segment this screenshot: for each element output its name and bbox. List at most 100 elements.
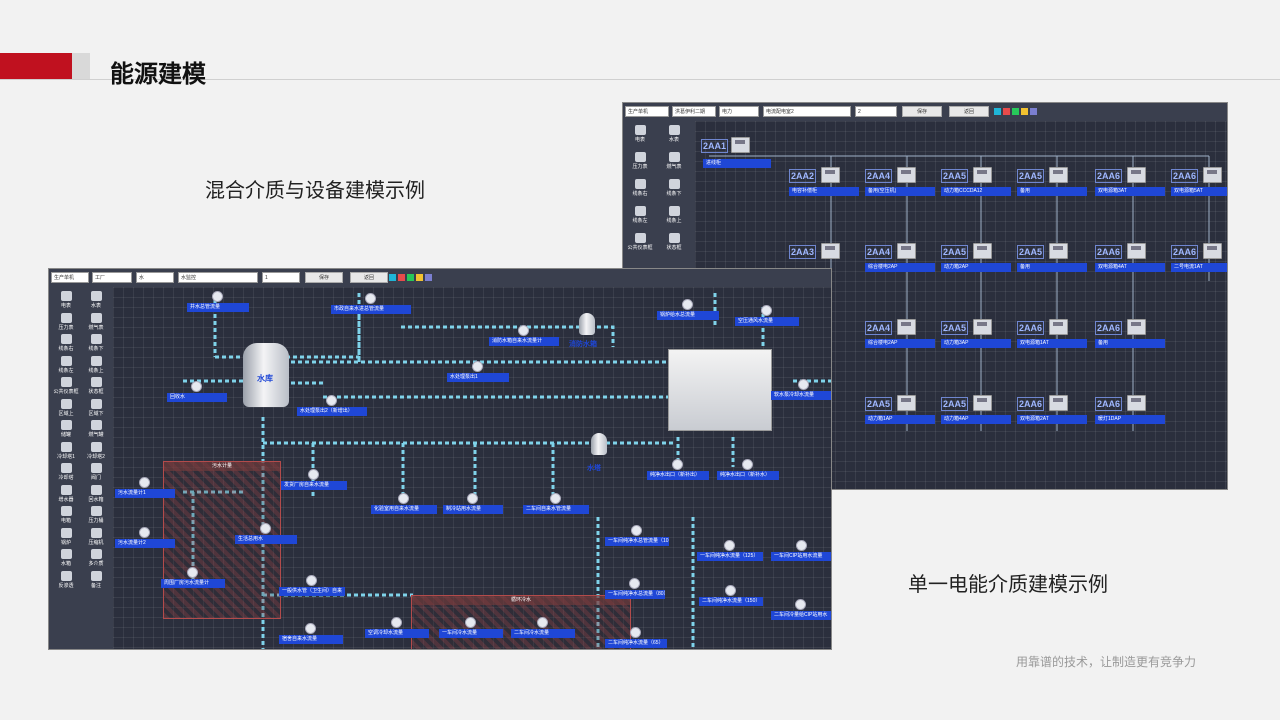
- meter-icon[interactable]: [897, 167, 916, 183]
- flow-meter-icon[interactable]: [308, 469, 319, 480]
- meter-icon[interactable]: [1049, 395, 1068, 411]
- palette-item[interactable]: 状态框: [659, 233, 689, 251]
- color-swatch[interactable]: [407, 274, 414, 281]
- palette-item[interactable]: 冷却塔1: [51, 441, 81, 460]
- palette-item[interactable]: 阀门: [81, 463, 111, 481]
- palette-item[interactable]: 线条左: [625, 206, 655, 224]
- meter-icon[interactable]: [821, 167, 840, 183]
- palette-item[interactable]: 线条下: [81, 334, 111, 352]
- palette-item[interactable]: 压力表: [51, 312, 81, 331]
- input-number[interactable]: 1: [262, 272, 300, 283]
- meter-icon[interactable]: [731, 137, 750, 153]
- meter-icon[interactable]: [1203, 243, 1222, 259]
- palette-item[interactable]: 线条右: [625, 179, 655, 197]
- palette-item[interactable]: 电表: [625, 125, 655, 143]
- flow-meter-icon[interactable]: [742, 459, 753, 470]
- select-production-unit[interactable]: 生产单机: [625, 106, 669, 117]
- select-production-unit[interactable]: 生产单机: [51, 272, 89, 283]
- flow-meter-icon[interactable]: [139, 477, 150, 488]
- meter-icon[interactable]: [1127, 395, 1146, 411]
- palette-item[interactable]: 储罐: [51, 420, 81, 438]
- back-button[interactable]: 返回: [350, 272, 388, 283]
- input-number[interactable]: 2: [855, 106, 897, 117]
- meter-icon[interactable]: [1203, 167, 1222, 183]
- back-button[interactable]: 返回: [949, 106, 989, 117]
- palette-item[interactable]: 公共仪表框: [625, 233, 655, 251]
- flow-meter-icon[interactable]: [139, 527, 150, 538]
- color-swatch[interactable]: [994, 108, 1001, 115]
- color-swatch[interactable]: [389, 274, 396, 281]
- palette-item[interactable]: 水箱: [51, 549, 81, 567]
- meter-icon[interactable]: [1049, 319, 1068, 335]
- meter-icon[interactable]: [1127, 243, 1146, 259]
- input-model-name[interactable]: 水监控: [178, 272, 258, 283]
- flow-meter-icon[interactable]: [465, 617, 476, 628]
- flow-meter-icon[interactable]: [796, 540, 807, 551]
- palette-item[interactable]: 电表: [51, 291, 81, 309]
- palette-item[interactable]: 线条右: [51, 334, 81, 352]
- meter-icon[interactable]: [897, 395, 916, 411]
- palette-item[interactable]: 燃气表: [659, 152, 689, 170]
- palette-item[interactable]: 线条下: [659, 179, 689, 197]
- color-swatch[interactable]: [416, 274, 423, 281]
- flow-meter-icon[interactable]: [630, 627, 641, 638]
- flow-meter-icon[interactable]: [761, 305, 772, 316]
- flow-meter-icon[interactable]: [467, 493, 478, 504]
- meter-icon[interactable]: [821, 243, 840, 259]
- palette-item[interactable]: 电箱: [51, 506, 81, 524]
- water-tower[interactable]: [591, 433, 607, 455]
- color-swatch[interactable]: [1021, 108, 1028, 115]
- flow-meter-icon[interactable]: [306, 575, 317, 586]
- flow-meter-icon[interactable]: [472, 361, 483, 372]
- palette-item[interactable]: 燃气表: [81, 312, 111, 331]
- meter-icon[interactable]: [973, 167, 992, 183]
- palette-item[interactable]: 线条左: [51, 355, 81, 374]
- meter-icon[interactable]: [1127, 319, 1146, 335]
- flow-meter-icon[interactable]: [398, 493, 409, 504]
- flow-meter-icon[interactable]: [795, 599, 806, 610]
- meter-icon[interactable]: [973, 243, 992, 259]
- save-button[interactable]: 保存: [902, 106, 942, 117]
- palette-item[interactable]: 锅炉: [51, 527, 81, 546]
- palette-item[interactable]: 水表: [659, 125, 689, 143]
- flow-meter-icon[interactable]: [724, 540, 735, 551]
- select-medium[interactable]: 电力: [719, 106, 759, 117]
- flow-meter-icon[interactable]: [305, 623, 316, 634]
- palette-item[interactable]: 多介质: [81, 549, 111, 567]
- palette-item[interactable]: 线条上: [81, 355, 111, 374]
- palette-item[interactable]: 备注: [81, 570, 111, 589]
- color-swatch[interactable]: [398, 274, 405, 281]
- flow-meter-icon[interactable]: [365, 293, 376, 304]
- color-swatch[interactable]: [1012, 108, 1019, 115]
- meter-icon[interactable]: [1127, 167, 1146, 183]
- flow-meter-icon[interactable]: [260, 523, 271, 534]
- fire-water-tank[interactable]: [579, 313, 595, 335]
- palette-item[interactable]: 冷却塔2: [81, 441, 111, 460]
- flow-meter-icon[interactable]: [682, 299, 693, 310]
- palette-item[interactable]: 燃气罐: [81, 420, 111, 438]
- flow-meter-icon[interactable]: [725, 585, 736, 596]
- meter-icon[interactable]: [973, 395, 992, 411]
- flow-meter-icon[interactable]: [631, 525, 642, 536]
- flow-meter-icon[interactable]: [391, 617, 402, 628]
- select-medium[interactable]: 水: [136, 272, 174, 283]
- color-swatch[interactable]: [425, 274, 432, 281]
- palette-item[interactable]: 区域下: [81, 398, 111, 417]
- palette-item[interactable]: 增水器: [51, 484, 81, 503]
- flow-meter-icon[interactable]: [187, 567, 198, 578]
- color-swatch[interactable]: [1030, 108, 1037, 115]
- palette-item[interactable]: 反渗透: [51, 570, 81, 589]
- color-swatch[interactable]: [1003, 108, 1010, 115]
- flow-meter-icon[interactable]: [672, 459, 683, 470]
- select-factory[interactable]: 工厂: [92, 272, 132, 283]
- palette-item[interactable]: 水表: [81, 291, 111, 309]
- flow-meter-icon[interactable]: [798, 379, 809, 390]
- flow-meter-icon[interactable]: [326, 395, 337, 406]
- select-factory[interactable]: 洪葛伊利二期: [672, 106, 716, 117]
- palette-item[interactable]: 压力桶: [81, 506, 111, 524]
- palette-item[interactable]: 线条上: [659, 206, 689, 224]
- cooling-cycle-zone[interactable]: 循环冷水: [411, 595, 631, 649]
- model-canvas[interactable]: 水库 消防水箱 水塔 污水计量 循环冷水 井水总管流量市政自来水进总管流量消防水…: [113, 287, 831, 649]
- palette-item[interactable]: 区域上: [51, 398, 81, 417]
- flow-meter-icon[interactable]: [191, 381, 202, 392]
